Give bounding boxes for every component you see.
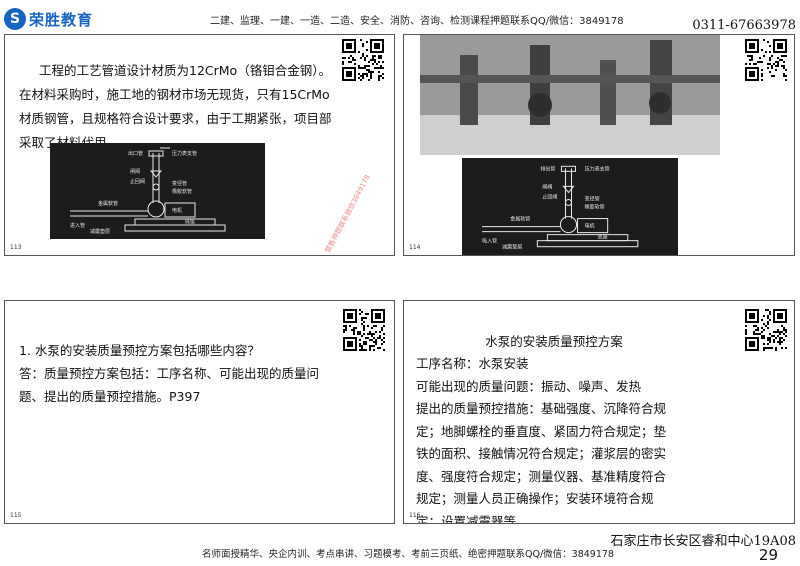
brand-logo: S 荣胜教育 [4, 8, 93, 30]
label-l9: 吸入管 [482, 238, 497, 245]
slide-116: 水泵的安装质量预控方案 工序名称：水泵安装 可能出现的质量问题：振动、噪声、发热… [403, 300, 795, 524]
slide-number: 113 [10, 244, 22, 251]
pump-room-photo-drawing [420, 35, 720, 155]
label-l10: 减震垫层 [502, 244, 522, 251]
label-l2: 压力表支管 [172, 150, 197, 157]
label-l5: 变径管 [172, 180, 187, 187]
label-l4: 止回阀 [542, 193, 557, 200]
qr-code-icon [745, 309, 787, 351]
label-l10: 减震垫层 [90, 228, 110, 235]
label-l8: 电机 [585, 223, 595, 230]
slide-113-text: 工程的工艺管道设计材质为12CrMo（铬钼合金钢）。在材料采购时，施工地的钢材市… [19, 63, 332, 150]
slide-number: 114 [409, 244, 421, 251]
pump-room-photo [420, 35, 720, 155]
label-l11: 底座 [598, 234, 608, 241]
watermark: 禁售押题联系微信3849178 [323, 173, 372, 255]
label-l7: 金属软管 [98, 200, 118, 207]
slide-115: 1. 水泵的安装质量预控方案包括哪些内容？ 答：质量预控方案包括：工序名称、可能… [4, 300, 395, 524]
slide-115-content: 1. 水泵的安装质量预控方案包括哪些内容？ 答：质量预控方案包括：工序名称、可能… [19, 339, 339, 408]
pump-diagram-114: 排出管 压力表支管 闸阀 止回阀 变径管 橡胶软管 金属软管 电机 吸入管 减震… [462, 158, 678, 255]
page-number: 29 [758, 546, 778, 564]
footer-location: 石家庄市长安区睿和中心19A08 [610, 534, 796, 549]
label-l8: 电机 [172, 207, 182, 214]
label-l4: 止回阀 [130, 178, 145, 185]
label-l1: 排出管 [540, 165, 555, 172]
control-measures: 提出的质量预控措施：基础强度、沉降符合规定；地脚螺栓的垂直度、紧固力符合规定；垫… [416, 401, 667, 524]
qr-code-icon [343, 309, 385, 351]
logo-text: 荣胜教育 [29, 10, 94, 29]
question-text: 1. 水泵的安装质量预控方案包括哪些内容？ [19, 343, 260, 358]
slide-116-body: 工序名称：水泵安装 可能出现的质量问题：振动、噪声、发热 提出的质量预控措施：基… [416, 353, 667, 524]
label-l2: 压力表支管 [585, 165, 610, 172]
label-l7: 金属软管 [510, 216, 530, 223]
label-l1: 出口管 [128, 150, 143, 157]
slide-114: 排出管 压力表支管 闸阀 止回阀 变径管 橡胶软管 金属软管 电机 吸入管 减震… [403, 34, 795, 256]
logo-icon: S [4, 8, 26, 30]
label-l5: 变径管 [585, 195, 600, 202]
slide-116-title: 水泵的安装质量预控方案 [485, 334, 623, 349]
label-l6: 橡胶软管 [172, 188, 192, 195]
quality-issues: 可能出现的质量问题：振动、噪声、发热 [416, 378, 642, 394]
label-l6: 橡胶软管 [585, 204, 605, 211]
label-l11: 底座 [185, 218, 195, 225]
label-l9: 进入管 [70, 222, 85, 229]
label-l3: 闸阀 [130, 168, 140, 175]
pump-diagram-drawing: 出口管 压力表支管 闸阀 止回阀 变径管 橡胶软管 金属软管 电机 进入管 减震… [70, 147, 226, 235]
process-name: 工序名称：水泵安装 [416, 356, 529, 371]
qr-code-icon [342, 39, 384, 81]
pump-diagram-113: 出口管 压力表支管 闸阀 止回阀 变径管 橡胶软管 金属软管 电机 进入管 减震… [50, 143, 265, 239]
footer-courses: 名师面授精华、央企内训、考点串讲、习题模考、考前三页纸、绝密押题联系QQ/微信：… [202, 549, 614, 560]
slide-number: 115 [10, 512, 22, 519]
slide-113: 工程的工艺管道设计材质为12CrMo（铬钼合金钢）。在材料采购时，施工地的钢材市… [4, 34, 395, 256]
pump-diagram-drawing: 排出管 压力表支管 闸阀 止回阀 变径管 橡胶软管 金属软管 电机 吸入管 减震… [482, 165, 639, 251]
slide-number: 116 [409, 512, 421, 519]
qr-code-icon [745, 39, 787, 81]
header-phone: 0311-67663978 [692, 18, 796, 33]
label-l3: 闸阀 [542, 183, 552, 190]
header-courses: 二建、监理、一建、一造、二造、安全、消防、咨询、检测课程押题联系QQ/微信：38… [210, 16, 624, 27]
answer-text: 答：质量预控方案包括：工序名称、可能出现的质量问题、提出的质量预控措施。P397 [19, 366, 320, 404]
